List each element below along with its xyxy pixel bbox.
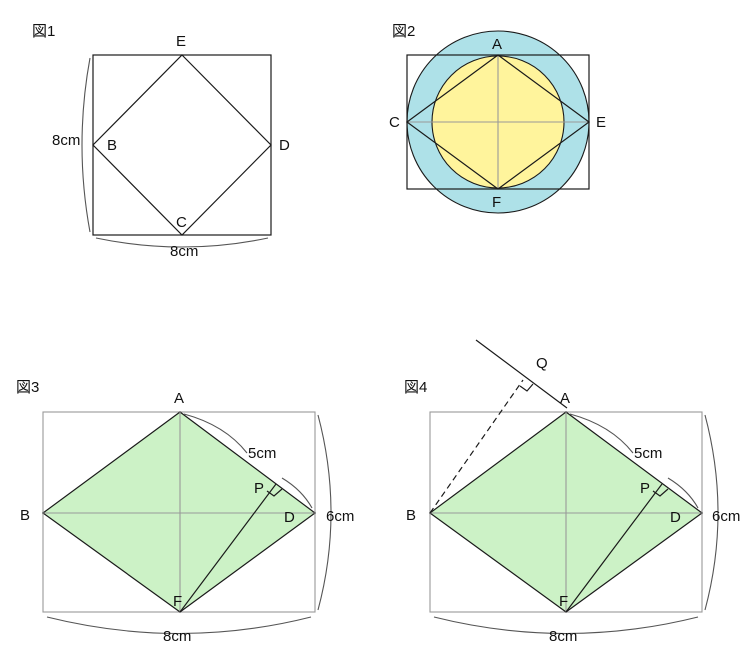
figure-1: 図1 E B D C 8cm 8cm [32,23,290,260]
figure-1-bottom-arc [95,237,269,248]
figure-4-point-b: B [406,507,416,524]
figure-4-right-angle-mark-q [519,383,534,392]
figure-4-segment-fp [565,483,663,613]
figure-3-title: 図3 [16,379,39,396]
figure-2-rhombus [405,54,591,190]
figure-1-point-e: E [176,33,186,50]
figure-4-dashed-bq [429,379,524,514]
figure-3-point-p: P [254,480,264,497]
figure-4-length-bottom: 8cm [549,628,577,645]
figure-4-point-q: Q [536,355,548,372]
figure-4-point-p: P [640,480,650,497]
figure-3-point-d: D [284,509,295,526]
figure-1-point-b: B [107,137,117,154]
figure-4-point-a: A [560,390,570,407]
figure-4-right-angle-mark-p [652,488,669,497]
figure-1-square [92,54,272,236]
figure-3-right-arc [317,414,332,611]
figure-3-point-f: F [173,593,182,610]
figure-3-point-a: A [174,390,184,407]
figure-2-point-a: A [492,36,502,53]
figure-1-side-arc [81,57,91,233]
figure-1-title: 図1 [32,23,55,40]
figure-3-segment-fp [179,483,277,613]
figure-4-extended-line [475,339,568,409]
figure-4-length-right: 6cm [712,508,740,525]
figure-2-point-c: C [389,114,400,131]
figure-2-title: 図2 [392,23,415,40]
figure-1-inner-square [92,54,272,236]
figure-3-length-top: 5cm [248,445,276,462]
figure-3-length-right: 6cm [326,508,354,525]
figure-4-arc-ap [569,413,634,454]
figure-4-length-top: 5cm [634,445,662,462]
figure-3-arc-pd [281,477,313,509]
figure-1-point-c: C [176,214,187,231]
figure-4-bottom-arc [433,616,699,634]
figure-1-point-d: D [279,137,290,154]
figure-4-point-d: D [670,509,681,526]
figure-3-point-b: B [20,507,30,524]
figure-2: 図2 A C E F [389,23,606,214]
figure-1-bottom-label: 8cm [170,243,198,260]
figure-4-arc-pd [667,477,699,509]
figure-3-right-angle-mark [266,488,283,497]
figure-2-point-f: F [492,194,501,211]
figure-1-side-label: 8cm [52,132,80,149]
figure-3-length-bottom: 8cm [163,628,191,645]
figure-4: 図4 Q A B D F P 5cm 6cm 8cm [404,339,740,645]
figure-3-bottom-arc [46,616,312,634]
figure-3-rhombus [41,411,317,613]
figure-2-point-e: E [596,114,606,131]
figure-3-arc-ap [183,413,248,454]
figure-4-right-arc [704,414,719,611]
figure-4-title: 図4 [404,379,427,396]
figure-4-point-f: F [559,593,568,610]
figure-3: 図3 A B D F P 5cm 6cm 8cm [16,379,354,645]
